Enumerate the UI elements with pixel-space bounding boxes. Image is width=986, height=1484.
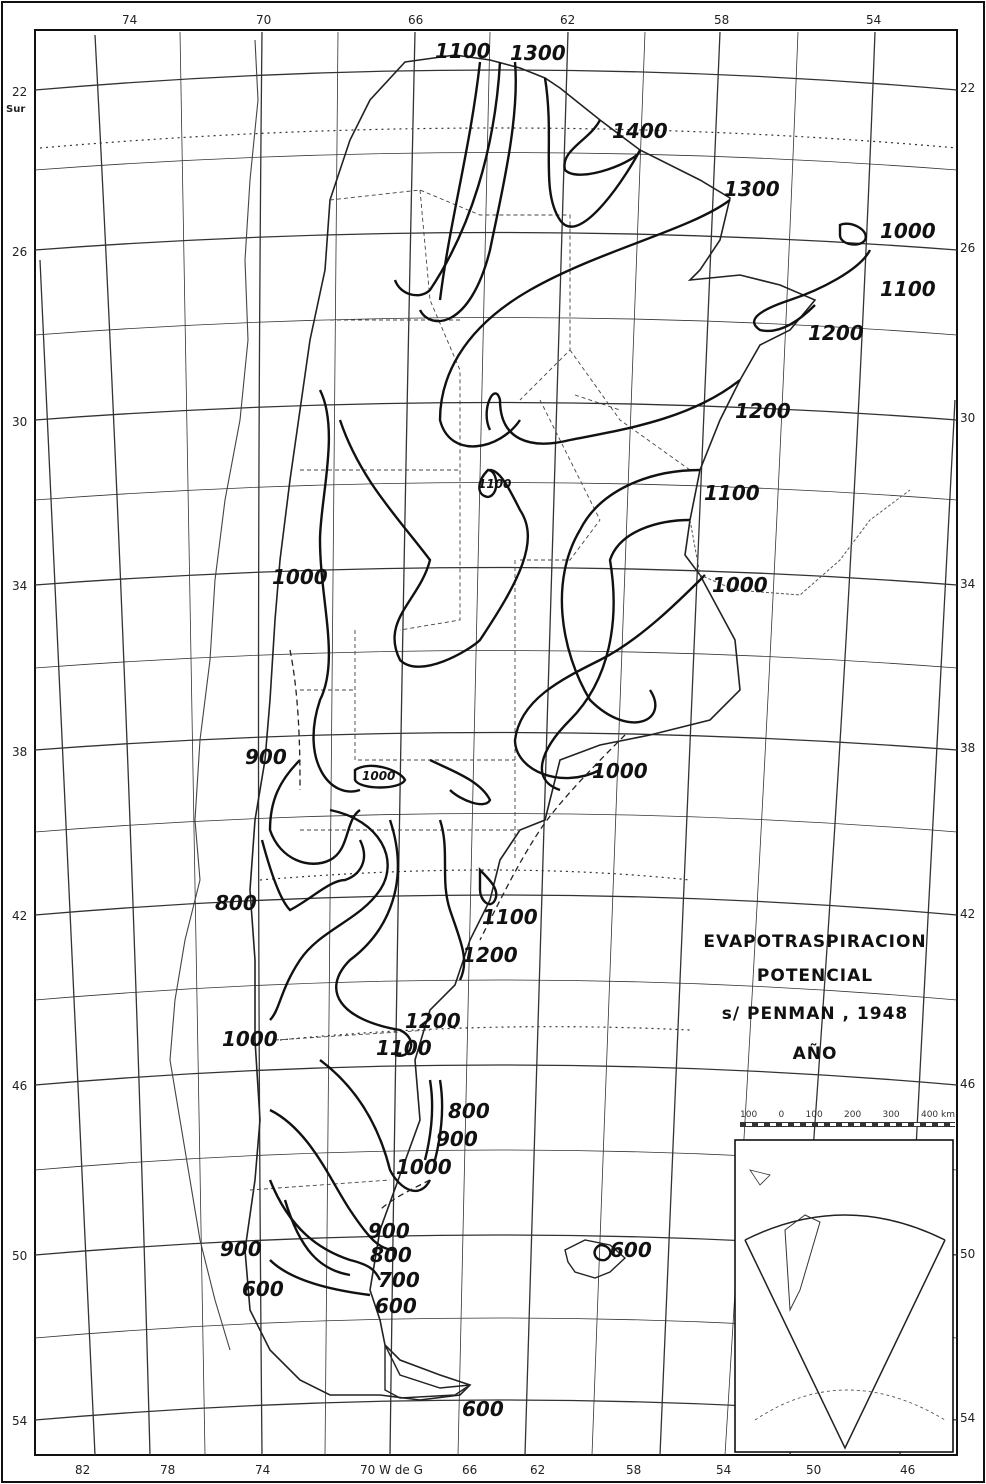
left-lat-42: 42 — [12, 909, 27, 923]
top-lon-62: 62 — [560, 13, 575, 27]
scale-label: 200 — [844, 1110, 862, 1120]
left-lat-26: 26 — [12, 245, 27, 259]
top-lon-66: 66 — [408, 13, 423, 27]
bottom-lon-50: 50 — [806, 1463, 821, 1477]
top-lon-74: 74 — [122, 13, 137, 27]
isoline-label: 1300 — [510, 41, 566, 65]
top-lon-54: 54 — [866, 13, 881, 27]
title-line-4: AÑO — [792, 1044, 838, 1064]
scale-label: 0 — [778, 1110, 785, 1120]
title-line-2: POTENCIAL — [756, 966, 874, 986]
left-lat-22: 22 — [12, 85, 27, 99]
bottom-lon-74: 74 — [255, 1463, 270, 1477]
scale-labels: 100 0 100 200 300 400 km — [740, 1110, 955, 1120]
right-lat-54: 54 — [960, 1411, 975, 1425]
right-lat-26: 26 — [960, 241, 975, 255]
isoline-label: 800 — [370, 1243, 412, 1267]
isoline-label: 700 — [378, 1268, 420, 1292]
scale-bar-graphic — [740, 1122, 955, 1127]
left-lat-30: 30 — [12, 415, 27, 429]
right-lat-42: 42 — [960, 907, 975, 921]
antarctica-inset — [734, 1139, 954, 1453]
isoline-label: 1100 — [376, 1036, 432, 1060]
left-lat-34: 34 — [12, 579, 27, 593]
scale-label: 300 — [882, 1110, 900, 1120]
scale-label: 100 — [805, 1110, 823, 1120]
isoline-label: 1100 — [880, 277, 936, 301]
right-lat-34: 34 — [960, 577, 975, 591]
bottom-lon-58: 58 — [626, 1463, 641, 1477]
right-lat-38: 38 — [960, 741, 975, 755]
isoline-label: 1000 — [272, 565, 328, 589]
isoline-label: 1000 — [222, 1027, 278, 1051]
right-lat-46: 46 — [960, 1077, 975, 1091]
tropic-line — [39, 127, 958, 149]
south-label: Sur — [6, 104, 25, 115]
map-frame — [34, 29, 958, 1456]
isoline-label: 1000 — [362, 769, 395, 783]
isoline-label: 1200 — [735, 399, 791, 423]
isoline-label: 1000 — [396, 1155, 452, 1179]
bottom-lon-82: 82 — [75, 1463, 90, 1477]
isoline-label: 800 — [448, 1099, 490, 1123]
isoline-label: 600 — [462, 1397, 504, 1421]
isoline-label: 900 — [368, 1219, 410, 1243]
top-lon-58: 58 — [714, 13, 729, 27]
bottom-lon-70: 70 W de G — [360, 1463, 423, 1477]
bottom-lon-46: 46 — [900, 1463, 915, 1477]
isoline-label: 600 — [375, 1294, 417, 1318]
scale-label: 400 km — [920, 1110, 955, 1120]
bottom-lon-66: 66 — [462, 1463, 477, 1477]
map-title: EVAPOTRASPIRACION POTENCIAL s/ PENMAN , … — [680, 932, 950, 1064]
isoline-label: 900 — [436, 1127, 478, 1151]
right-lat-50: 50 — [960, 1247, 975, 1261]
isoline-label: 1100 — [704, 481, 760, 505]
isoline-label: 1100 — [482, 905, 538, 929]
left-lat-54: 54 — [12, 1414, 27, 1428]
title-line-1: EVAPOTRASPIRACION — [703, 932, 927, 952]
left-lat-46: 46 — [12, 1079, 27, 1093]
isoline-label: 1400 — [612, 119, 668, 143]
isoline-label: 900 — [220, 1237, 262, 1261]
top-lon-70: 70 — [256, 13, 271, 27]
left-lat-50: 50 — [12, 1249, 27, 1263]
isolines — [260, 61, 872, 1297]
bottom-lon-62: 62 — [530, 1463, 545, 1477]
isoline-label: 900 — [245, 745, 287, 769]
isoline-label: 1000 — [712, 573, 768, 597]
right-lat-22: 22 — [960, 81, 975, 95]
isoline-label: 1200 — [405, 1009, 461, 1033]
malvinas-islands — [564, 1239, 627, 1279]
bottom-lon-78: 78 — [160, 1463, 175, 1477]
chile-coastline — [169, 39, 259, 1351]
tierra-del-fuego — [384, 1344, 471, 1399]
isoline-label: 600 — [242, 1277, 284, 1301]
parallel-dotted-2 — [279, 1026, 691, 1041]
uruguay-outline — [689, 489, 911, 596]
isoline-label: 600 — [610, 1238, 652, 1262]
isoline-label: 1200 — [808, 321, 864, 345]
scale-label: 100 — [740, 1110, 758, 1120]
bottom-lon-54: 54 — [716, 1463, 731, 1477]
argentina-outline — [244, 54, 817, 1401]
scale-bar: 100 0 100 200 300 400 km — [740, 1110, 955, 1127]
isoline-label: 1100 — [435, 39, 491, 63]
right-lat-30: 30 — [960, 411, 975, 425]
isoline-label: 1200 — [462, 943, 518, 967]
isoline-label: 800 — [215, 891, 257, 915]
coast-dashed — [289, 649, 626, 1211]
title-line-3: s/ PENMAN , 1948 — [721, 1004, 909, 1024]
isoline-label: 1000 — [880, 219, 936, 243]
isoline-label: 1000 — [592, 759, 648, 783]
isoline-label: 1100 — [478, 477, 511, 491]
parallel-dotted — [259, 869, 691, 881]
isoline-label: 1300 — [724, 177, 780, 201]
left-lat-38: 38 — [12, 745, 27, 759]
